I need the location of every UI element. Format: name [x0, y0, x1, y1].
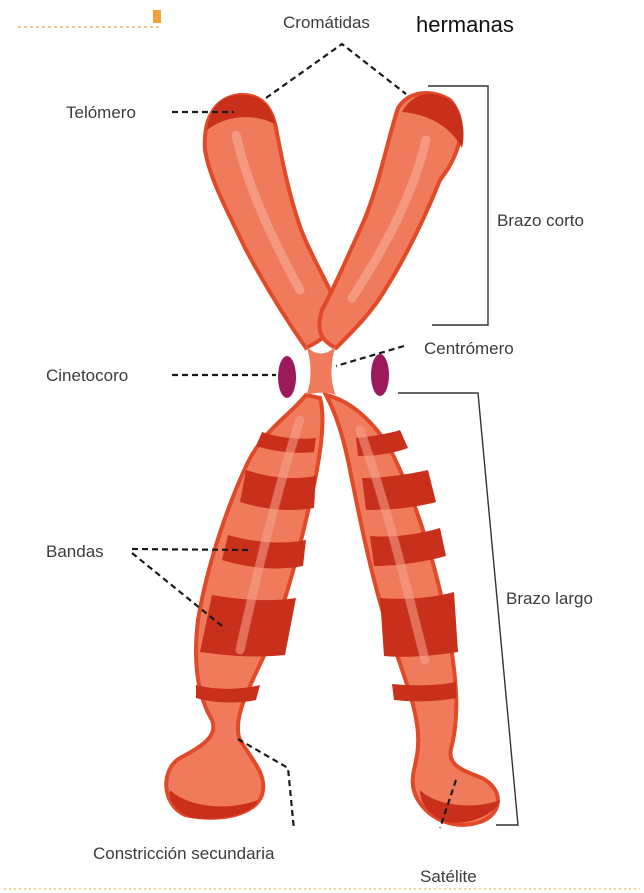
brazo-corto-label: Brazo corto [497, 211, 584, 230]
constriccion-secundaria-label: Constricción secundaria [93, 844, 275, 863]
bandas-label: Bandas [46, 542, 104, 561]
corner-mark [18, 10, 161, 27]
left-kinetochore [278, 356, 296, 398]
hermanas-label: hermanas [416, 12, 514, 37]
left-chromatid [166, 95, 338, 819]
right-chromatid [319, 93, 500, 825]
cromatidas-leader [266, 44, 406, 98]
centromero-leader [336, 346, 404, 366]
centromere-waist [306, 346, 336, 395]
left-chromatid-body [166, 95, 338, 818]
brazo-largo-label: Brazo largo [506, 589, 593, 608]
centromero-label: Centrómero [424, 339, 514, 358]
telomero-label: Telómero [66, 103, 136, 122]
right-kinetochore [371, 354, 389, 396]
satelite-label: Satélite [420, 867, 477, 886]
cinetocoro-label: Cinetocoro [46, 366, 128, 385]
cromatidas-label: Cromátidas [283, 13, 370, 32]
